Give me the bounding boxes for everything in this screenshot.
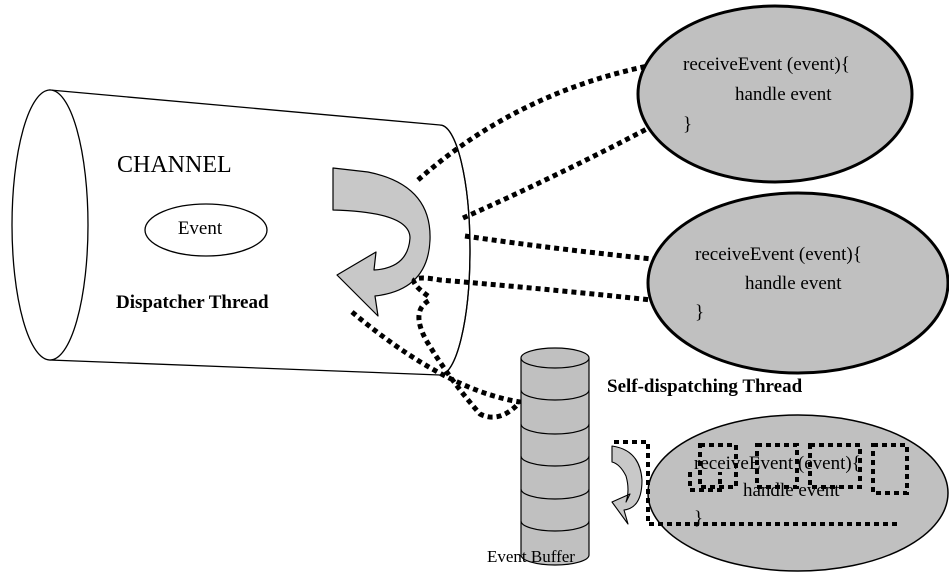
connection-line-4 (411, 275, 671, 305)
handler-1: receiveEvent (event){ handle event } (636, 4, 914, 184)
event-ellipse (144, 203, 268, 257)
event-buffer (520, 347, 590, 566)
event-buffer-label: Event Buffer (487, 547, 575, 566)
connection-line-3 (464, 233, 692, 304)
handler-1-line1: receiveEvent (event){ (683, 54, 850, 75)
handler-3: receiveEvent (event){ handle event } (614, 414, 949, 572)
handler-3-dotted-boxes (614, 440, 909, 526)
handler-2-line1: receiveEvent (event){ (695, 244, 862, 265)
dispatcher-arrow (332, 167, 431, 317)
handler-1-line2: handle event (735, 84, 832, 105)
handler-2: receiveEvent (event){ handle event } (646, 191, 949, 375)
connection-line-5 (350, 297, 525, 420)
connection-lines (350, 61, 692, 420)
connection-line-2 (461, 119, 662, 221)
self-dispatch-label: Self-dispatching Thread (607, 376, 803, 397)
handler-3-line1: receiveEvent (event){ (694, 453, 861, 474)
handler-3-line2: handle event (743, 480, 840, 501)
dispatcher-label: Dispatcher Thread (116, 292, 269, 313)
handler-2-line2: handle event (745, 273, 842, 294)
handler-3-line3: } (694, 508, 703, 529)
channel-label: CHANNEL (117, 152, 232, 178)
event-label: Event (178, 218, 223, 239)
handler-2-line3: } (695, 302, 704, 323)
self-dispatch-arrow (611, 445, 643, 525)
handler-1-line3: } (683, 114, 692, 135)
